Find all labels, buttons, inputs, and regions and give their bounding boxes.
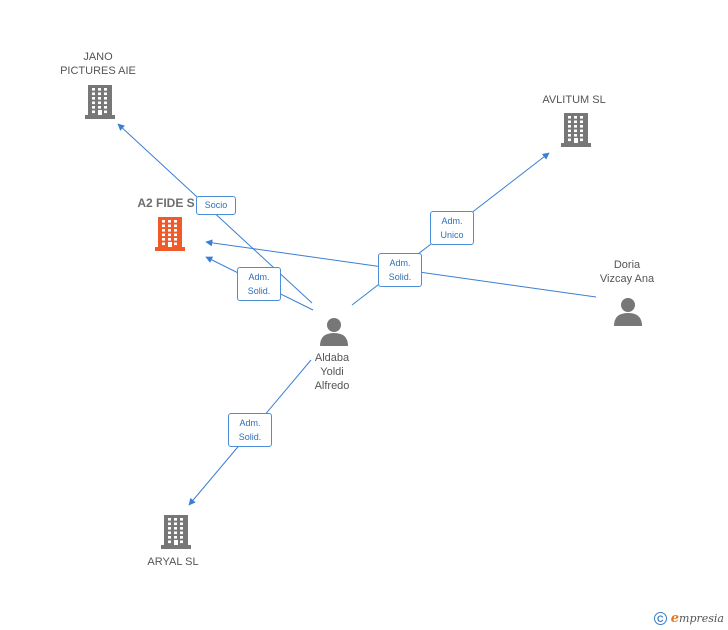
node-label-avlitum[interactable]: AVLITUM SL [514,93,634,107]
nodes-layer [85,85,642,549]
node-label-line: A2 FIDE S [137,196,195,210]
edge-label-aldaba-jano[interactable]: Socio [196,196,236,215]
node-label-line: Doria [613,259,641,271]
building-icon-aryal[interactable] [161,515,191,549]
node-label-line: Vizcay Ana [599,273,655,285]
node-label-line: JANO [83,51,113,63]
building-icon-avlitum[interactable] [561,113,591,147]
edge-label-doria-a2fide[interactable]: Adm. Solid. [378,253,422,287]
footer-credit[interactable]: C empresia [653,611,724,626]
brand-name: mpresia [679,612,724,625]
node-label-a2fide[interactable]: A2 FIDE S [106,196,226,210]
node-label-line: ARYAL SL [147,556,199,568]
edge-label-text: Solid. [238,432,262,442]
copyright-icon: C [653,612,667,625]
node-label-line: Yoldi [320,366,344,378]
building-icon-jano[interactable] [85,85,115,119]
person-icon-doria[interactable] [614,298,642,326]
edge-label-text: Adm. [441,216,463,226]
edge-label-text: Adm. [389,258,411,268]
edge-label-aldaba-aryal[interactable]: Adm. Solid. [228,413,272,447]
building-icon-a2fide[interactable] [155,217,185,251]
edge-label-text: Socio [204,200,228,210]
edge-label-aldaba-avlitum[interactable]: Adm. Unico [430,211,474,245]
edges-layer [117,123,597,506]
node-label-jano[interactable]: JANO PICTURES AIE [38,50,158,78]
edge-label-text: Solid. [388,272,412,282]
node-label-line: AVLITUM SL [542,94,606,106]
edge-label-text: Unico [440,230,464,240]
edge-label-text: Adm. [248,272,270,282]
node-label-line: PICTURES AIE [60,65,136,77]
brand-logo[interactable]: empresia [671,611,724,626]
edge-label-text: Adm. [239,418,261,428]
node-label-aryal[interactable]: ARYAL SL [113,555,233,569]
edge-label-aldaba-a2fide[interactable]: Adm. Solid. [237,267,281,301]
node-label-line: Alfredo [314,380,350,392]
edge-label-text: Solid. [247,286,271,296]
person-icon-aldaba[interactable] [320,318,348,346]
node-label-line: Aldaba [314,352,350,364]
brand-initial: e [670,611,680,626]
